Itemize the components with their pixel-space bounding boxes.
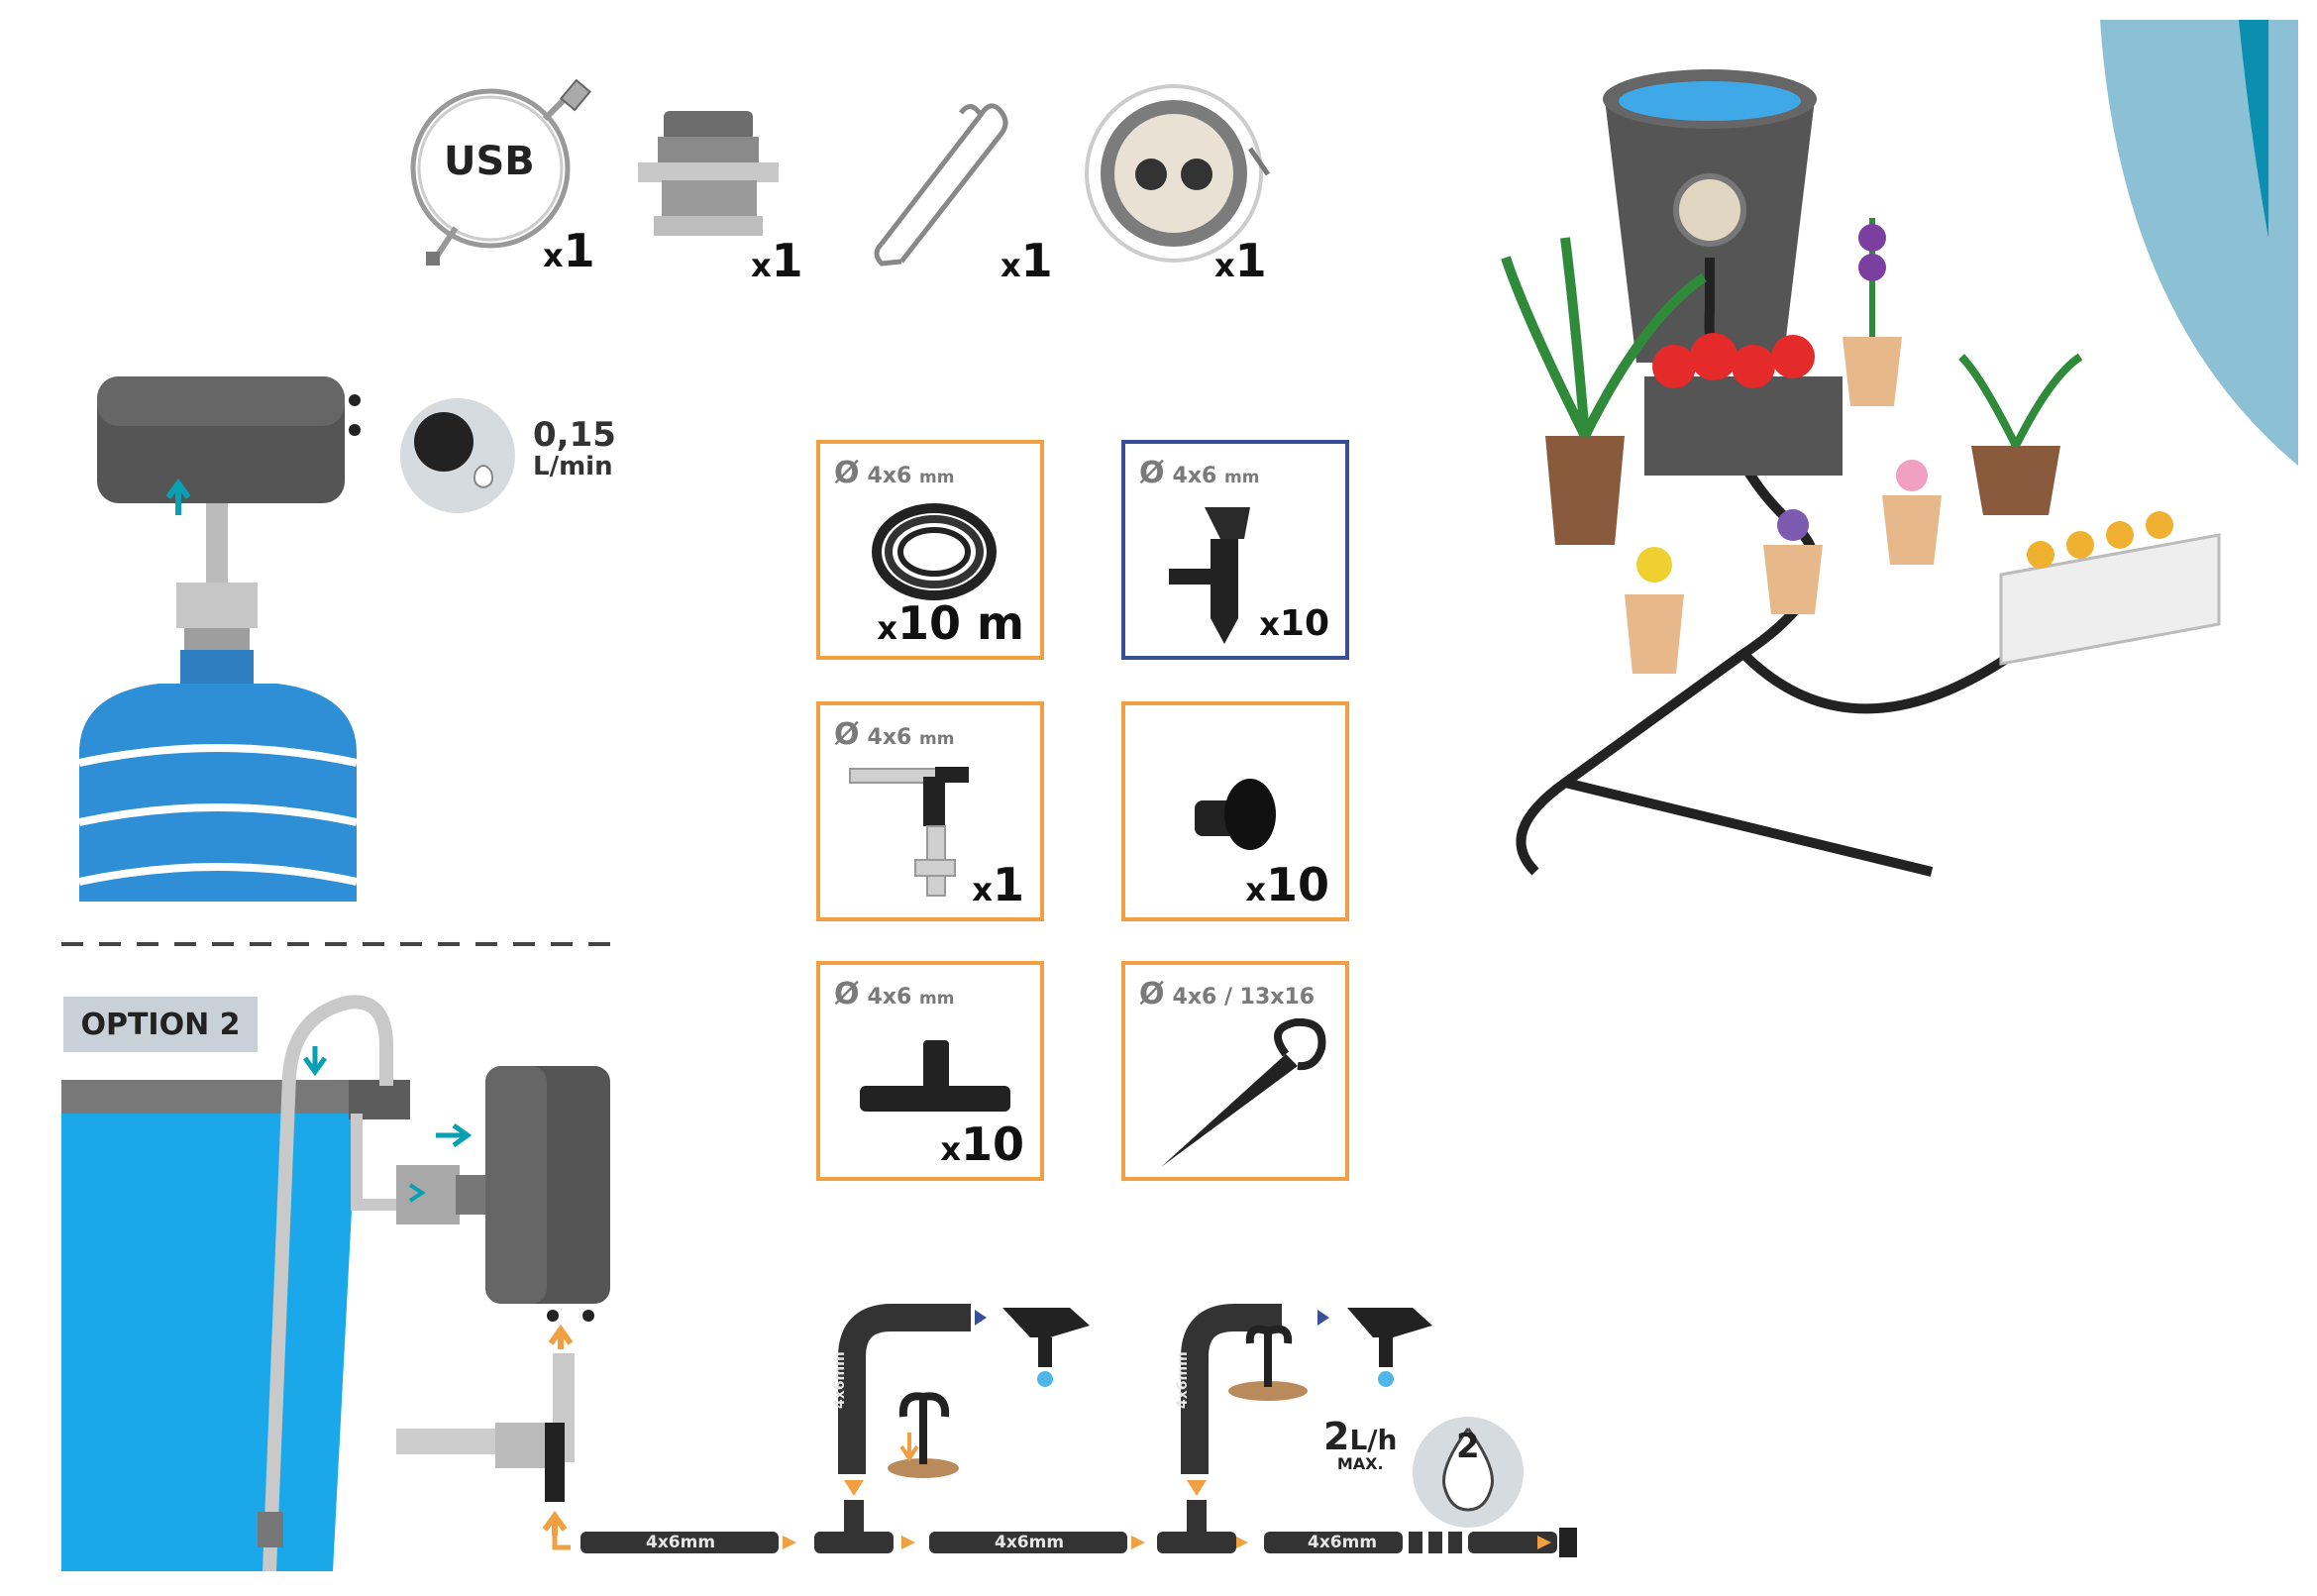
timer-pump-image — [1085, 84, 1271, 263]
tube-label-2: 4x6mm — [995, 1533, 1065, 1552]
end-plug-image — [1195, 779, 1276, 850]
tube-coil-image — [872, 503, 997, 600]
pump-on-jug-illustration — [78, 376, 361, 902]
ground-stake-image — [1161, 1018, 1326, 1167]
dripper-image — [1169, 507, 1250, 644]
hanger-hook-image — [874, 103, 1008, 266]
drip-setting-number: 2 — [1456, 1427, 1480, 1466]
tube-label-1: 4x6mm — [646, 1533, 716, 1552]
tee-connector-quantity: x10 — [940, 1117, 1024, 1171]
tee-valve-quantity: x1 — [972, 858, 1024, 911]
dripper-max-flow: 2L/h MAX. — [1323, 1415, 1398, 1473]
option-2-tank-illustration — [61, 995, 610, 1571]
pump-flow-rate: 0,15 L/min — [533, 415, 616, 481]
tubing-chain-diagram — [580, 1304, 1577, 1557]
end-plug-box: x10 — [1121, 701, 1349, 921]
option-2-label: OPTION 2 — [63, 997, 258, 1052]
riser-label-1: 4x6mm — [832, 1351, 848, 1409]
dripper-quantity: x10 — [1259, 603, 1329, 644]
usb-label: USB — [444, 139, 535, 184]
usb-quantity: x1 — [543, 224, 595, 277]
usb-cable-image — [410, 79, 592, 266]
tube-label-3: 4x6mm — [1308, 1533, 1378, 1552]
garden-irrigation-scene — [1501, 20, 2298, 877]
section-divider — [61, 942, 616, 946]
pump-speed-icon — [400, 398, 515, 513]
tee-connector-image — [860, 1040, 1010, 1112]
end-plug-quantity: x10 — [1245, 858, 1329, 911]
riser-label-2: 4x6mm — [1175, 1351, 1191, 1409]
adapter-fitting-image — [638, 111, 779, 236]
timer-quantity: x1 — [1214, 234, 1267, 287]
hook-quantity: x1 — [1001, 234, 1053, 287]
tee-valve-image — [849, 767, 969, 897]
tubing-quantity: x10 m — [877, 596, 1024, 650]
adapter-quantity: x1 — [751, 234, 803, 287]
